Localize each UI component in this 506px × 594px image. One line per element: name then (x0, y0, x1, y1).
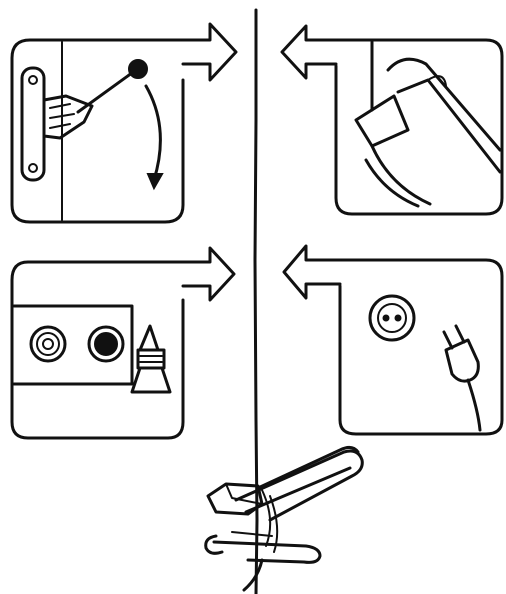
arrow-right-icon (183, 24, 236, 80)
wall-socket-plug-icon (370, 296, 480, 430)
arrow-left-icon (284, 246, 340, 298)
arrow-left-icon (282, 26, 336, 78)
arrow-right-icon (183, 248, 234, 300)
panel-top-right (282, 26, 502, 214)
panel-mid-right (284, 246, 502, 434)
folding-frame-icon (356, 42, 500, 206)
jack-sockets-icon (31, 326, 170, 392)
folded-lounger-icon (206, 447, 363, 590)
panel-mid-left (12, 248, 234, 438)
panel-top-left (12, 24, 236, 222)
lever-hinge-icon (22, 60, 162, 188)
